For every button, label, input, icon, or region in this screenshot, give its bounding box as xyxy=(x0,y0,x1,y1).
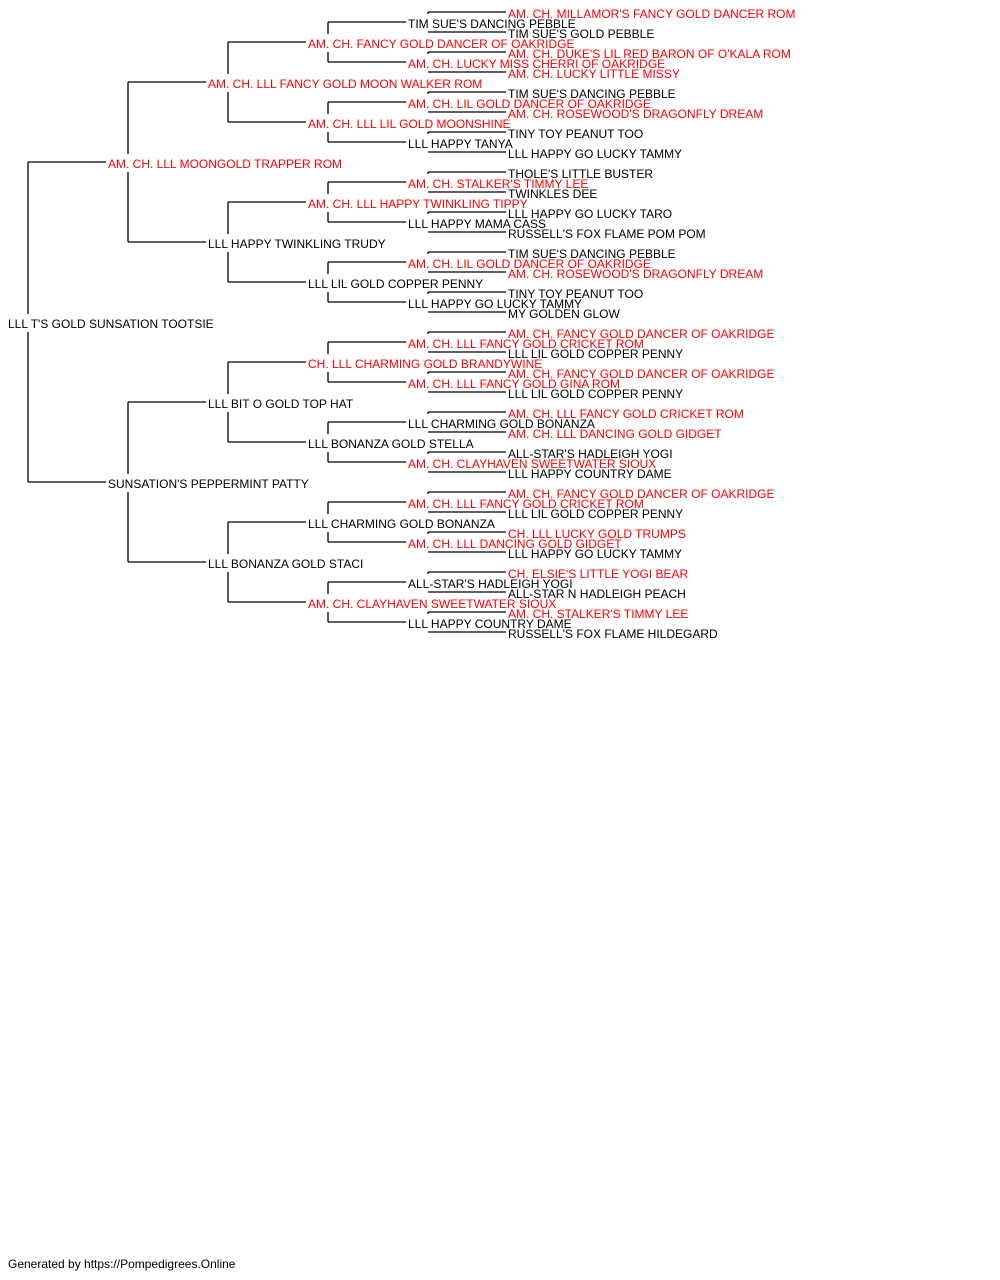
champion-dog-name: AM. CH. LUCKY LITTLE MISSY xyxy=(508,67,680,81)
dog-name: LLL HAPPY GO LUCKY TARO xyxy=(508,207,672,221)
champion-dog-name: AM. CH. DUKE'S LIL RED BARON OF O'KALA R… xyxy=(508,47,791,61)
dog-name: LLL HAPPY COUNTRY DAME xyxy=(408,617,572,631)
dog-name: RUSSELL'S FOX FLAME HILDEGARD xyxy=(508,627,718,641)
dog-name: TIM SUE'S DANCING PEBBLE xyxy=(508,87,676,101)
champion-dog-name: AM. CH. ROSEWOOD'S DRAGONFLY DREAM xyxy=(508,267,763,281)
dog-name: LLL HAPPY TANYA xyxy=(408,137,513,151)
dog-name: ALL-STAR N HADLEIGH PEACH xyxy=(508,587,686,601)
champion-dog-name: AM. CH. LLL LIL GOLD MOONSHINE xyxy=(308,117,511,131)
dog-name: THOLE'S LITTLE BUSTER xyxy=(508,167,653,181)
dog-name: LLL CHARMING GOLD BONANZA xyxy=(308,517,495,531)
champion-dog-name: AM. CH. LLL HAPPY TWINKLING TIPPY xyxy=(308,197,528,211)
dog-name: TWINKLES DEE xyxy=(508,187,597,201)
champion-dog-name: AM. CH. LLL FANCY GOLD MOON WALKER ROM xyxy=(208,77,482,91)
champion-dog-name: CH. LLL CHARMING GOLD BRANDYWINE xyxy=(308,357,542,371)
dog-name: LLL HAPPY GO LUCKY TAMMY xyxy=(408,297,582,311)
champion-dog-name: AM. CH. STALKER'S TIMMY LEE xyxy=(408,177,588,191)
dog-names: LLL T'S GOLD SUNSATION TOOTSIE AM. CH. LL… xyxy=(8,7,795,641)
dog-name: ALL-STAR'S HADLEIGH YOGI xyxy=(508,447,673,461)
champion-dog-name: AM. CH. LLL DANCING GOLD GIDGET xyxy=(508,427,722,441)
champion-dog-name: CH. LLL LUCKY GOLD TRUMPS xyxy=(508,527,686,541)
dog-name: SUNSATION'S PEPPERMINT PATTY xyxy=(108,477,309,491)
generator-credit: Generated by https://Pompedigrees.Online xyxy=(8,1257,236,1271)
champion-dog-name: AM. CH. LLL MOONGOLD TRAPPER ROM xyxy=(108,157,342,171)
champion-dog-name: AM. CH. FANCY GOLD DANCER OF OAKRIDGE xyxy=(308,37,574,51)
champion-dog-name: CH. ELSIE'S LITTLE YOGI BEAR xyxy=(508,567,688,581)
champion-dog-name: AM. CH. LLL FANCY GOLD CRICKET ROM xyxy=(408,497,644,511)
connector-lines xyxy=(27,11,506,633)
dog-name: TINY TOY PEANUT TOO xyxy=(508,287,643,301)
champion-dog-name: AM. CH. FANCY GOLD DANCER OF OAKRIDGE xyxy=(508,327,774,341)
champion-dog-name: AM. CH. MILLAMOR'S FANCY GOLD DANCER ROM xyxy=(508,7,795,21)
dog-name: LLL LIL GOLD COPPER PENNY xyxy=(308,277,483,291)
champion-dog-name: AM. CH. CLAYHAVEN SWEETWATER SIOUX xyxy=(408,457,656,471)
dog-name: TINY TOY PEANUT TOO xyxy=(508,127,643,141)
champion-dog-name: AM. CH. LIL GOLD DANCER OF OAKRIDGE xyxy=(408,97,651,111)
dog-name: LLL T'S GOLD SUNSATION TOOTSIE xyxy=(8,317,214,331)
champion-dog-name: AM. CH. LLL FANCY GOLD CRICKET ROM xyxy=(508,407,744,421)
champion-dog-name: AM. CH. CLAYHAVEN SWEETWATER SIOUX xyxy=(308,597,556,611)
dog-name: TIM SUE'S DANCING PEBBLE xyxy=(508,247,676,261)
dog-name: LLL LIL GOLD COPPER PENNY xyxy=(508,387,683,401)
dog-name: LLL BIT O GOLD TOP HAT xyxy=(208,397,354,411)
dog-name: LLL BONANZA GOLD STELLA xyxy=(308,437,474,451)
dog-name: LLL CHARMING GOLD BONANZA xyxy=(408,417,595,431)
dog-name: LLL HAPPY MAMA CASS xyxy=(408,217,546,231)
dog-name: TIM SUE'S GOLD PEBBLE xyxy=(508,27,654,41)
champion-dog-name: AM. CH. STALKER'S TIMMY LEE xyxy=(508,607,688,621)
champion-dog-name: AM. CH. LLL FANCY GOLD CRICKET ROM xyxy=(408,337,644,351)
champion-dog-name: AM. CH. LIL GOLD DANCER OF OAKRIDGE xyxy=(408,257,651,271)
dog-name: ALL-STAR'S HADLEIGH YOGI xyxy=(408,577,573,591)
dog-name: LLL LIL GOLD COPPER PENNY xyxy=(508,507,683,521)
champion-dog-name: AM. CH. LLL FANCY GOLD GINA ROM xyxy=(408,377,620,391)
dog-name: LLL HAPPY TWINKLING TRUDY xyxy=(208,237,386,251)
dog-name: LLL BONANZA GOLD STACI xyxy=(208,557,363,571)
champion-dog-name: AM. CH. FANCY GOLD DANCER OF OAKRIDGE xyxy=(508,487,774,501)
dog-name: LLL HAPPY COUNTRY DAME xyxy=(508,467,672,481)
champion-dog-name: AM. CH. FANCY GOLD DANCER OF OAKRIDGE xyxy=(508,367,774,381)
dog-name: MY GOLDEN GLOW xyxy=(508,307,620,321)
dog-name: LLL HAPPY GO LUCKY TAMMY xyxy=(508,547,682,561)
dog-name: RUSSELL'S FOX FLAME POM POM xyxy=(508,227,706,241)
dog-name: TIM SUE'S DANCING PEBBLE xyxy=(408,17,576,31)
dog-name: LLL LIL GOLD COPPER PENNY xyxy=(508,347,683,361)
champion-dog-name: AM. CH. LLL DANCING GOLD GIDGET xyxy=(408,537,622,551)
champion-dog-name: AM. CH. LUCKY MISS CHERRI OF OAKRIDGE xyxy=(408,57,665,71)
champion-dog-name: AM. CH. ROSEWOOD'S DRAGONFLY DREAM xyxy=(508,107,763,121)
dog-name: LLL HAPPY GO LUCKY TAMMY xyxy=(508,147,682,161)
